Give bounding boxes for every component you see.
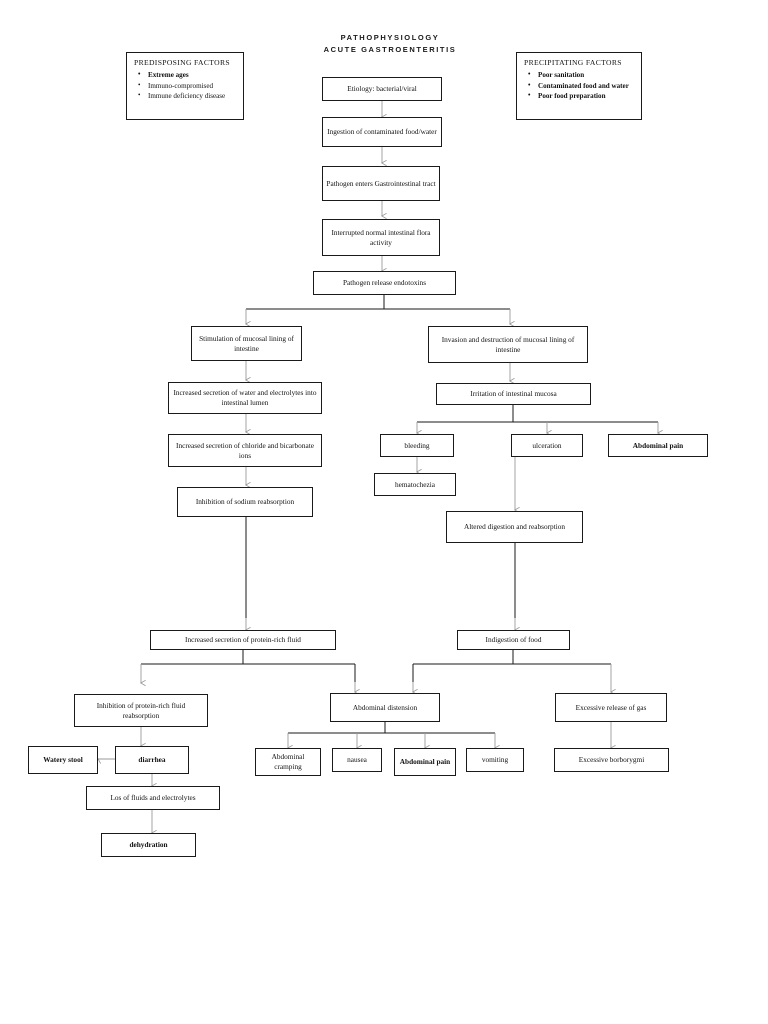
node-ingestion: Ingestion of contaminated food/water <box>322 117 442 147</box>
node-dehydration: dehydration <box>101 833 196 857</box>
node-vomiting: vomiting <box>466 748 524 772</box>
node-stimulation: Stimulation of mucosal lining of intesti… <box>191 326 302 361</box>
node-loss-fluids: Los of fluids and electrolytes <box>86 786 220 810</box>
node-sodium: Inhibition of sodium reabsorption <box>177 487 313 517</box>
node-distension: Abdominal distension <box>330 693 440 722</box>
page-title: PATHOPHYSIOLOGY ACUTE GASTROENTERITIS <box>270 32 510 57</box>
node-inhibition-protein: Inhibition of protein-rich fluid reabsor… <box>74 694 208 727</box>
list-item: Extreme ages <box>138 70 236 80</box>
node-cramping: Abdominal cramping <box>255 748 321 776</box>
list-item: Immuno-compromised <box>138 81 236 91</box>
list-item: Poor sanitation <box>528 70 634 80</box>
node-ulceration: ulceration <box>511 434 583 457</box>
precipitating-factors-list: Poor sanitation Contaminated food and wa… <box>524 70 634 101</box>
node-abdominal-pain-upper: Abdominal pain <box>608 434 708 457</box>
predisposing-factors-heading: PREDISPOSING FACTORS <box>134 58 230 67</box>
node-chloride: Increased secretion of chloride and bica… <box>168 434 322 467</box>
node-etiology: Etiology: bacterial/viral <box>322 77 442 101</box>
node-nausea: nausea <box>332 748 382 772</box>
title-line-2: ACUTE GASTROENTERITIS <box>323 45 457 55</box>
node-altered-digestion: Altered digestion and reabsorption <box>446 511 583 543</box>
list-item: Contaminated food and water <box>528 81 634 91</box>
precipitating-factors-box: PRECIPITATING FACTORS Poor sanitation Co… <box>516 52 642 120</box>
node-protein-rich: Increased secretion of protein-rich flui… <box>150 630 336 650</box>
node-endotoxins: Pathogen release endotoxins <box>313 271 456 295</box>
node-interrupted-flora: Interrupted normal intestinal flora acti… <box>322 219 440 256</box>
node-increased-water: Increased secretion of water and electro… <box>168 382 322 414</box>
precipitating-factors-heading: PRECIPITATING FACTORS <box>524 58 622 67</box>
node-watery-stool: Watery stool <box>28 746 98 774</box>
node-bleeding: bleeding <box>380 434 454 457</box>
node-pathogen-enters: Pathogen enters Gastrointestinal tract <box>322 166 440 201</box>
node-abdominal-pain-lower: Abdominal pain <box>394 748 456 776</box>
list-item: Immune deficiency disease <box>138 91 236 101</box>
node-borborygmi: Excessive borborygmi <box>554 748 669 772</box>
node-diarrhea: diarrhea <box>115 746 189 774</box>
node-indigestion: Indigestion of food <box>457 630 570 650</box>
node-irritation: Irritation of intestinal mucosa <box>436 383 591 405</box>
node-excessive-gas: Excessive release of gas <box>555 693 667 722</box>
list-item: Poor food preparation <box>528 91 634 101</box>
title-line-1: PATHOPHYSIOLOGY <box>340 33 440 42</box>
predisposing-factors-list: Extreme ages Immuno-compromised Immune d… <box>134 70 236 101</box>
predisposing-factors-box: PREDISPOSING FACTORS Extreme ages Immuno… <box>126 52 244 120</box>
node-hematochezia: hematochezia <box>374 473 456 496</box>
node-invasion: Invasion and destruction of mucosal lini… <box>428 326 588 363</box>
